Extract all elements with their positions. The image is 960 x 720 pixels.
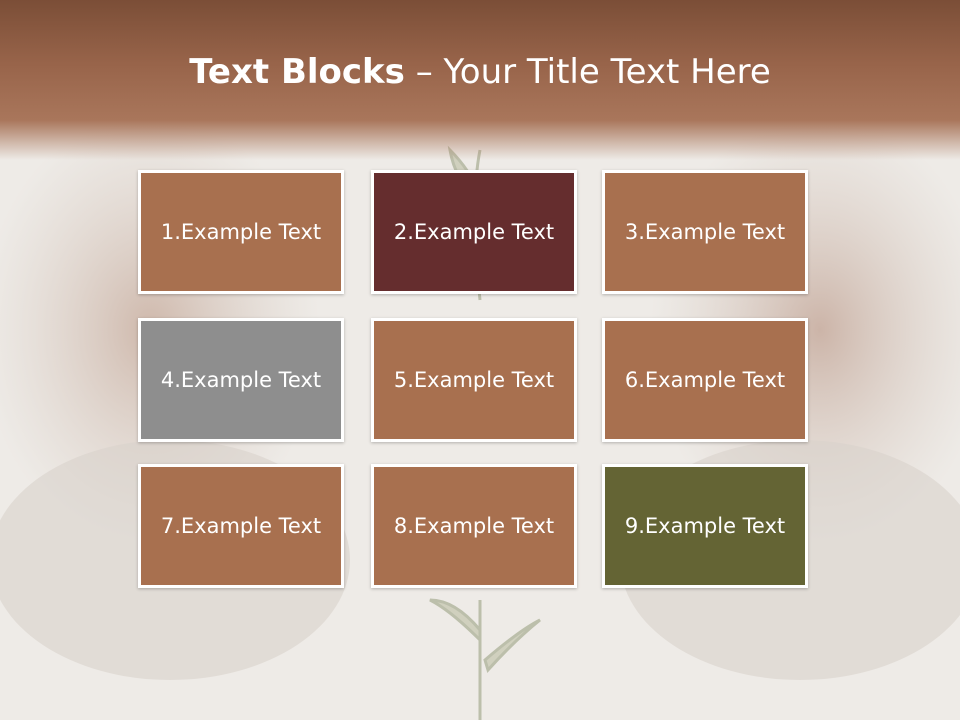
slide-title: Text Blocks – Your Title Text Here (0, 52, 960, 92)
text-block-5: 5.Example Text (371, 318, 577, 442)
text-block-7: 7.Example Text (138, 464, 344, 588)
text-block-1: 1.Example Text (138, 170, 344, 294)
text-block-9: 9.Example Text (602, 464, 808, 588)
header-band (0, 0, 960, 160)
text-block-3: 3.Example Text (602, 170, 808, 294)
text-block-2: 2.Example Text (371, 170, 577, 294)
title-dash: – (404, 52, 444, 92)
title-rest: Your Title Text Here (443, 52, 771, 92)
title-bold: Text Blocks (189, 52, 405, 92)
text-block-8: 8.Example Text (371, 464, 577, 588)
text-block-4: 4.Example Text (138, 318, 344, 442)
text-blocks-grid: 1.Example Text 2.Example Text 3.Example … (138, 170, 816, 594)
text-block-6: 6.Example Text (602, 318, 808, 442)
